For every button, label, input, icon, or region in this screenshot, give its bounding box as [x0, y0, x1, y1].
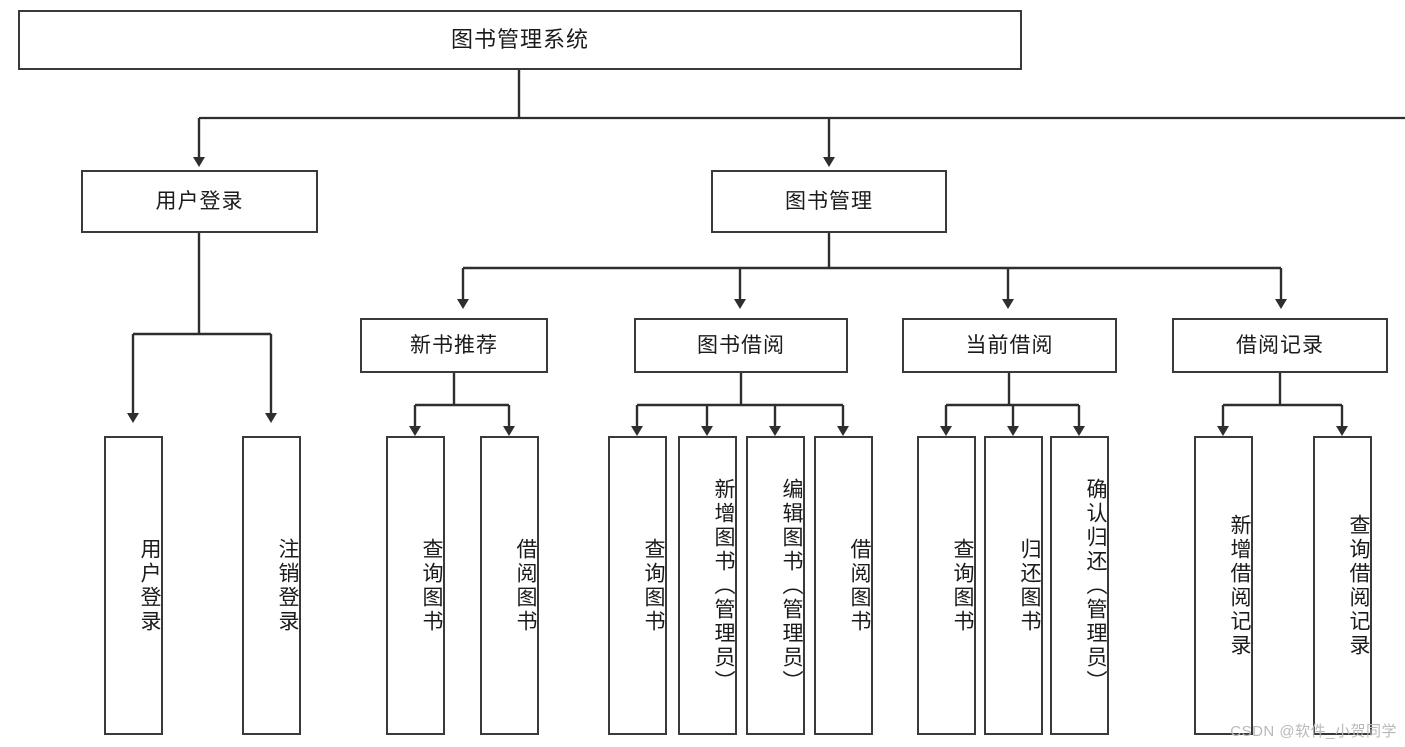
leaf-add-book-label: 新增图书（管理员） [712, 477, 735, 694]
leaf-query-borrow-record[interactable]: 查询借阅记录 [1313, 436, 1372, 735]
leaf-query-book-a[interactable]: 查询图书 [386, 436, 445, 735]
leaf-query-borrow-record-label: 查询借阅记录 [1347, 513, 1370, 658]
node-current-borrow[interactable]: 当前借阅 [902, 318, 1117, 373]
node-user-login-label: 用户登录 [155, 189, 244, 213]
node-current-borrow-label: 当前借阅 [965, 333, 1054, 357]
leaf-borrow-book-a[interactable]: 借阅图书 [480, 436, 539, 735]
node-borrow-record[interactable]: 借阅记录 [1172, 318, 1388, 373]
leaf-query-book-c-label: 查询图书 [951, 537, 974, 634]
csdn-watermark: CSDN @软件_小贺同学 [1230, 723, 1397, 740]
leaf-logout[interactable]: 注销登录 [242, 436, 301, 735]
leaf-borrow-book-a-label: 借阅图书 [514, 537, 537, 634]
leaf-query-book-b-label: 查询图书 [642, 537, 665, 634]
leaf-query-book-a-label: 查询图书 [420, 537, 443, 634]
leaf-user-login-label: 用户登录 [138, 537, 161, 634]
node-new-book-recommend-label: 新书推荐 [410, 333, 498, 357]
leaf-edit-book[interactable]: 编辑图书（管理员） [746, 436, 805, 735]
node-book-borrow[interactable]: 图书借阅 [634, 318, 848, 373]
node-root-label: 图书管理系统 [450, 26, 589, 52]
leaf-confirm-return[interactable]: 确认归还（管理员） [1050, 436, 1109, 735]
node-user-login[interactable]: 用户登录 [81, 170, 318, 233]
leaf-borrow-book-b[interactable]: 借阅图书 [814, 436, 873, 735]
node-root[interactable]: 图书管理系统 [18, 10, 1022, 70]
node-book-borrow-label: 图书借阅 [697, 333, 785, 357]
leaf-return-book[interactable]: 归还图书 [984, 436, 1043, 735]
leaf-return-book-label: 归还图书 [1018, 537, 1041, 634]
node-book-management[interactable]: 图书管理 [711, 170, 947, 233]
leaf-query-book-b[interactable]: 查询图书 [608, 436, 667, 735]
leaf-user-login[interactable]: 用户登录 [104, 436, 163, 735]
node-new-book-recommend[interactable]: 新书推荐 [360, 318, 548, 373]
node-book-management-label: 图书管理 [785, 189, 873, 213]
leaf-confirm-return-label: 确认归还（管理员） [1084, 477, 1107, 694]
leaf-borrow-book-b-label: 借阅图书 [848, 537, 871, 634]
leaf-add-borrow-record[interactable]: 新增借阅记录 [1194, 436, 1253, 735]
node-borrow-record-label: 借阅记录 [1236, 333, 1324, 357]
leaf-query-book-c[interactable]: 查询图书 [917, 436, 976, 735]
leaf-add-borrow-record-label: 新增借阅记录 [1228, 513, 1251, 658]
leaf-add-book[interactable]: 新增图书（管理员） [678, 436, 737, 735]
leaf-edit-book-label: 编辑图书（管理员） [780, 477, 803, 694]
leaf-logout-label: 注销登录 [276, 537, 299, 634]
